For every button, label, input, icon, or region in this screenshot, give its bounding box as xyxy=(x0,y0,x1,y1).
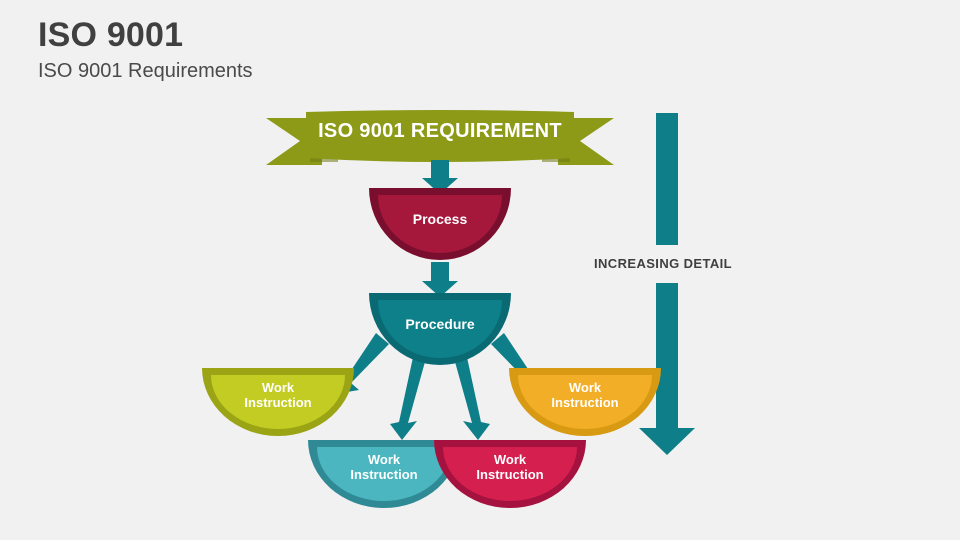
node-work-instruction-4[interactable]: Work Instruction xyxy=(509,368,661,436)
page-subtitle: ISO 9001 Requirements xyxy=(38,60,253,82)
node-work-instruction-1[interactable]: Work Instruction xyxy=(202,368,354,436)
ribbon-banner[interactable]: ISO 9001 REQUIREMENT xyxy=(266,106,614,168)
increasing-detail-arrow-lower xyxy=(639,283,695,455)
increasing-detail-arrow-upper xyxy=(656,113,678,245)
arrow-banner-to-process xyxy=(422,160,458,194)
node-procedure[interactable]: Procedure xyxy=(369,293,511,365)
increasing-detail-label: INCREASING DETAIL xyxy=(594,256,733,271)
page-title: ISO 9001 xyxy=(38,16,184,54)
arrow-procedure-to-wi-2 xyxy=(390,348,428,440)
arrow-process-to-procedure xyxy=(422,262,458,297)
ribbon-banner-label: ISO 9001 REQUIREMENT xyxy=(318,120,562,142)
node-process[interactable]: Process xyxy=(369,188,511,260)
node-work-instruction-3[interactable]: Work Instruction xyxy=(434,440,586,508)
arrow-procedure-to-wi-3 xyxy=(452,348,490,440)
ribbon-banner-shape xyxy=(266,110,614,165)
